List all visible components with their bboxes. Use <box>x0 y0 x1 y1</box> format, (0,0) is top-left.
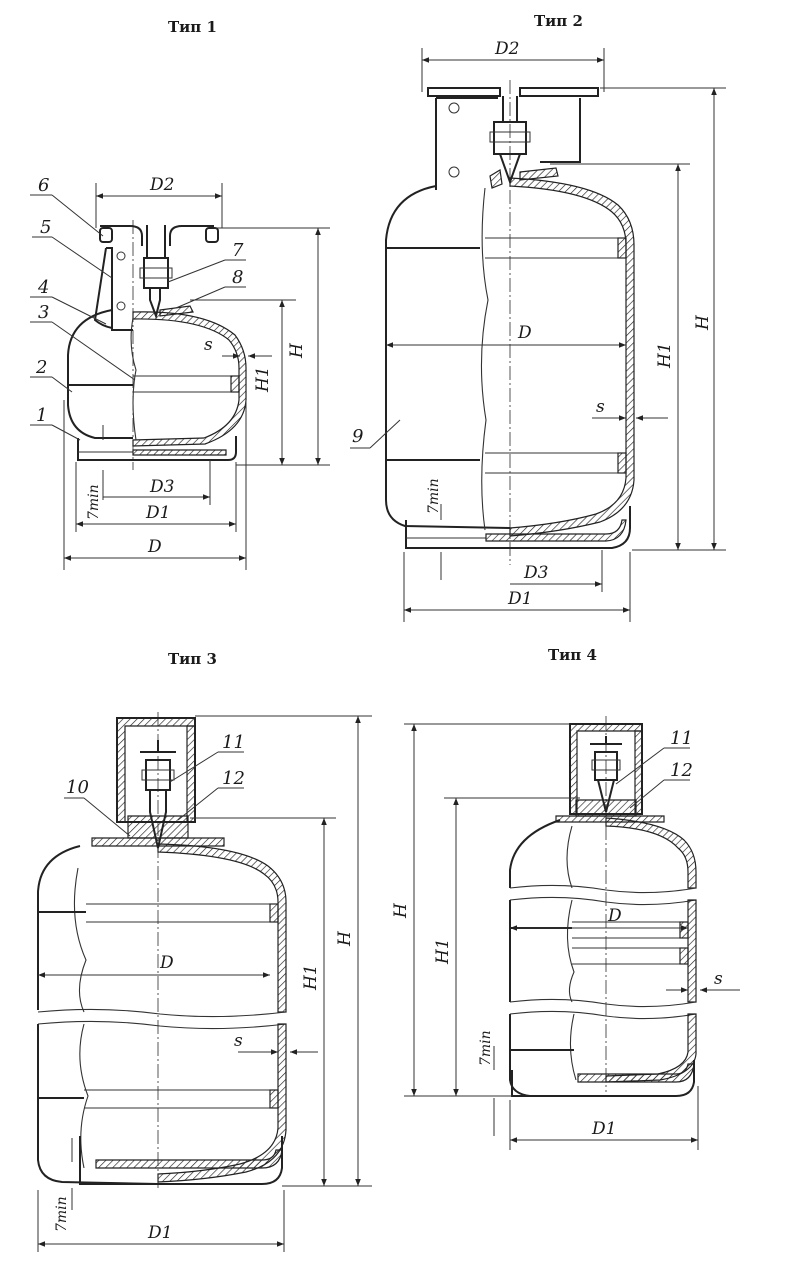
figure-type-4: Тип 4 D <box>391 646 740 1150</box>
figure-title-type-4: Тип 4 <box>548 646 597 664</box>
dim-label-D1-type3: D1 <box>147 1223 172 1243</box>
dim-label-tmin-type1: 7min <box>86 484 102 520</box>
dim-label-D1-type4: D1 <box>591 1119 616 1139</box>
dim-label-H1-type1: H1 <box>253 366 273 393</box>
dim-label-s-type1: s <box>204 335 213 355</box>
dim-label-H1-type3: H1 <box>301 964 321 991</box>
dim-label-H-type3: H <box>335 930 355 947</box>
figure-title-type-3: Тип 3 <box>168 650 217 668</box>
dim-label-D2-type1: D2 <box>149 175 174 195</box>
figure-type-3: Тип 3 D <box>37 650 372 1252</box>
callout-12-type3: 12 <box>222 768 245 789</box>
dim-label-D1-type1: D1 <box>145 503 170 523</box>
callout-12-type4: 12 <box>670 760 693 781</box>
dim-label-D3-type1: D3 <box>149 477 174 497</box>
dim-label-D3-type2: D3 <box>523 563 548 583</box>
dim-label-tmin-type2: 7min <box>426 478 442 514</box>
figure-type-2: Тип 2 D2 <box>350 12 726 622</box>
dim-label-s-type3: s <box>234 1031 243 1051</box>
figure-title-type-2: Тип 2 <box>534 12 583 30</box>
callout-4: 4 <box>37 277 49 298</box>
callout-6: 6 <box>38 175 49 196</box>
dim-label-H-type1: H <box>287 342 307 359</box>
dim-label-D-type1: D <box>147 537 162 557</box>
callout-3: 3 <box>38 302 49 323</box>
dim-label-D-type4: D <box>607 906 622 926</box>
figure-type-1: Тип 1 D2 <box>30 18 330 570</box>
dim-label-H-type2: H <box>693 314 713 331</box>
dim-label-tmin-type3: 7min <box>54 1196 70 1232</box>
callout-9: 9 <box>352 426 363 447</box>
callout-7: 7 <box>232 240 244 261</box>
dim-label-tmin-type4: 7min <box>478 1030 494 1066</box>
dim-label-s-type2: s <box>596 397 605 417</box>
dim-label-H1-type2: H1 <box>655 342 675 369</box>
callout-10: 10 <box>66 777 89 798</box>
dim-label-D1-type2: D1 <box>507 589 532 609</box>
callout-11-type3: 11 <box>222 732 245 753</box>
callout-2: 2 <box>35 357 47 378</box>
figure-title-type-1: Тип 1 <box>168 18 217 36</box>
dim-label-s-type4: s <box>714 969 723 989</box>
callout-1: 1 <box>36 405 47 426</box>
dim-label-H1-type4: H1 <box>433 938 453 965</box>
callout-5: 5 <box>40 217 51 238</box>
dim-label-D-type2: D <box>517 323 532 343</box>
dim-label-D2-type2: D2 <box>494 39 519 59</box>
callout-8: 8 <box>232 267 243 288</box>
callout-11-type4: 11 <box>670 728 693 749</box>
dim-label-H-type4: H <box>391 902 411 919</box>
dim-label-D-type3: D <box>159 953 174 973</box>
